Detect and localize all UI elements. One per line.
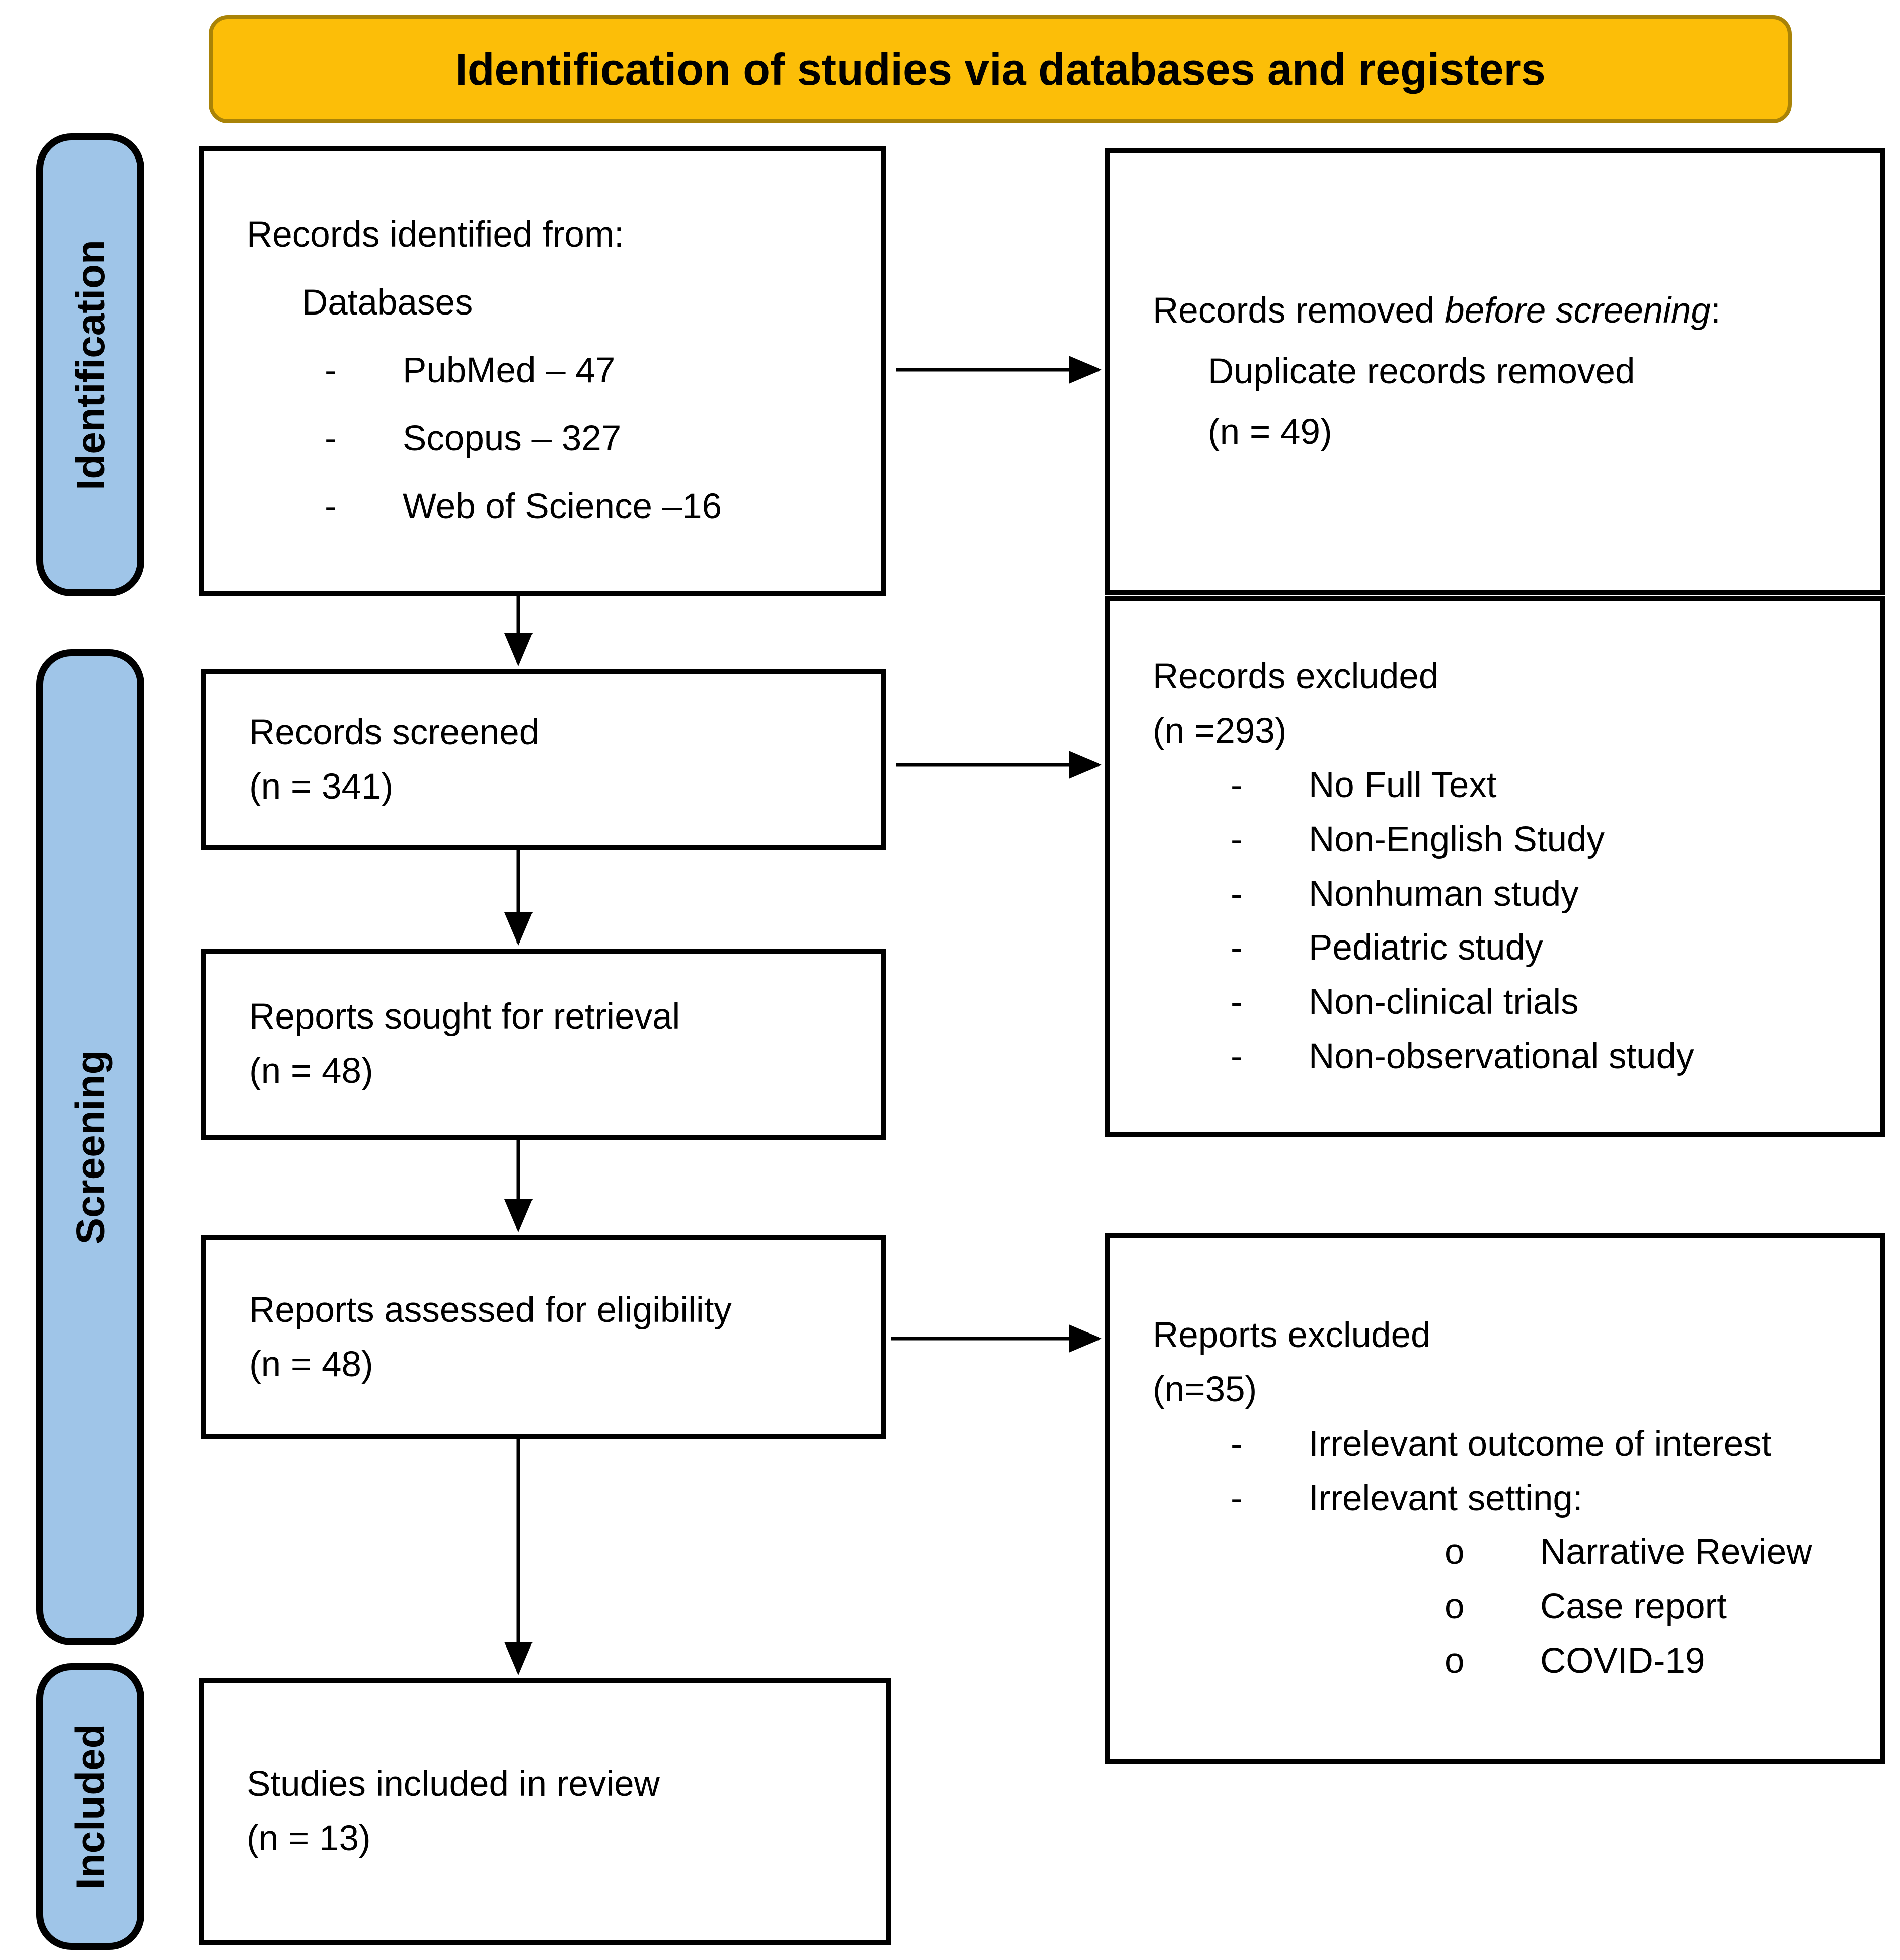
- count-label: (n = 48): [249, 1044, 861, 1099]
- label: (n=35): [1153, 1369, 1257, 1409]
- count-label: (n = 341): [249, 760, 861, 814]
- stage-included: Included: [36, 1663, 144, 1950]
- count-label: (n =293): [1153, 704, 1860, 758]
- label: Web of Science –16: [403, 486, 722, 526]
- dash-bullet: -: [1231, 982, 1243, 1023]
- list-item: - Pediatric study: [1153, 921, 1860, 975]
- label: (n = 48): [249, 1344, 373, 1384]
- list-item: - Nonhuman study: [1153, 867, 1860, 921]
- reports-excluded-box: Reports excluded (n=35) - Irrelevant outc…: [1105, 1233, 1885, 1764]
- dash-bullet: -: [1231, 928, 1243, 968]
- count-label: (n=35): [1153, 1363, 1860, 1417]
- circle-bullet: o: [1445, 1587, 1465, 1627]
- label: (n = 48): [249, 1051, 373, 1091]
- list-item: - PubMed – 47: [247, 337, 861, 405]
- label: Non-English Study: [1309, 819, 1605, 859]
- text-line: Databases: [247, 269, 861, 337]
- dash-bullet: -: [1231, 874, 1243, 914]
- text-line: Duplicate records removed: [1153, 342, 1860, 403]
- sub-list-item: o COVID-19: [1153, 1634, 1860, 1688]
- dash-bullet: -: [1231, 1424, 1243, 1464]
- circle-bullet: o: [1445, 1532, 1465, 1573]
- label: Irrelevant setting:: [1309, 1478, 1583, 1518]
- sub-list-item: o Narrative Review: [1153, 1525, 1860, 1580]
- label: PubMed – 47: [403, 351, 616, 391]
- dash-bullet: -: [325, 486, 337, 526]
- records-removed-box: Records removed before screening: Duplic…: [1105, 148, 1885, 595]
- stage-screening: Screening: [36, 649, 144, 1645]
- label: (n =293): [1153, 711, 1287, 751]
- text-line: Studies included in review: [247, 1757, 866, 1812]
- list-item: - Non-observational study: [1153, 1030, 1860, 1084]
- dash-bullet: -: [1231, 819, 1243, 859]
- dash-bullet: -: [1231, 1478, 1243, 1518]
- title-banner: Identification of studies via databases …: [209, 15, 1792, 123]
- dash-bullet: -: [325, 418, 337, 458]
- label: No Full Text: [1309, 765, 1497, 805]
- records-excluded-box: Records excluded (n =293) -No Full Text …: [1105, 596, 1885, 1137]
- sub-list-item: o Case report: [1153, 1580, 1860, 1634]
- label: (n = 341): [249, 767, 394, 807]
- list-item: - No Full Text: [1153, 758, 1860, 813]
- label: Records screened: [249, 713, 540, 753]
- label: Irrelevant outcome of interest: [1309, 1424, 1772, 1464]
- label: Pediatric study: [1309, 928, 1543, 968]
- records-screened-box: Records screened (n = 341): [201, 669, 886, 850]
- label: Databases: [302, 283, 473, 323]
- label: Narrative Review: [1540, 1532, 1812, 1573]
- text-line: Records identified from:: [247, 201, 861, 269]
- stage-identification: Identification: [36, 133, 144, 596]
- list-item: - Irrelevant setting:: [1153, 1471, 1860, 1526]
- text-line: Reports assessed for eligibility: [249, 1283, 861, 1338]
- reports-sought-box: Reports sought for retrieval (n = 48): [201, 949, 886, 1140]
- dash-bullet: -: [1231, 765, 1243, 805]
- label: Nonhuman study: [1309, 874, 1579, 914]
- label: (n = 13): [247, 1819, 371, 1858]
- label: Records excluded: [1153, 656, 1439, 696]
- label: Records removed before screening:: [1153, 290, 1721, 331]
- studies-included-box: Studies included in review (n = 13): [199, 1678, 891, 1945]
- label: Reports excluded: [1153, 1315, 1431, 1355]
- diagram-title: Identification of studies via databases …: [455, 44, 1546, 94]
- text-line: Records excluded: [1153, 650, 1860, 704]
- list-item: - Web of Science –16: [247, 473, 861, 541]
- count-label: (n = 49): [1153, 402, 1860, 463]
- dash-bullet: -: [1231, 1037, 1243, 1077]
- list-item: - Non-clinical trials: [1153, 975, 1860, 1030]
- label: Reports assessed for eligibility: [249, 1290, 732, 1330]
- list-item: - Non-English Study: [1153, 813, 1860, 867]
- label: Non-observational study: [1309, 1037, 1694, 1077]
- count-label: (n = 13): [247, 1812, 866, 1866]
- label: Records identified from:: [247, 215, 624, 255]
- label: Non-clinical trials: [1309, 982, 1579, 1023]
- label: (n = 49): [1208, 412, 1332, 452]
- count-label: (n = 48): [249, 1338, 861, 1392]
- label: COVID-19: [1540, 1641, 1705, 1681]
- list-item: - Irrelevant outcome of interest: [1153, 1417, 1860, 1471]
- label: Reports sought for retrieval: [249, 997, 680, 1037]
- reports-assessed-box: Reports assessed for eligibility (n = 48…: [201, 1235, 886, 1439]
- label: Scopus – 327: [403, 418, 622, 458]
- dash-bullet: -: [325, 351, 337, 391]
- italic-label: before screening: [1445, 290, 1711, 331]
- text-line: Reports excluded: [1153, 1308, 1860, 1363]
- circle-bullet: o: [1445, 1641, 1465, 1681]
- records-identified-box: Records identified from: Databases - PubM…: [199, 146, 886, 596]
- text-line: Records screened: [249, 705, 861, 760]
- label: Case report: [1540, 1587, 1727, 1627]
- list-item: - Scopus – 327: [247, 405, 861, 473]
- text-line: Records removed before screening:: [1153, 281, 1860, 342]
- label: Studies included in review: [247, 1764, 660, 1805]
- label: Duplicate records removed: [1208, 351, 1635, 391]
- text-line: Reports sought for retrieval: [249, 990, 861, 1044]
